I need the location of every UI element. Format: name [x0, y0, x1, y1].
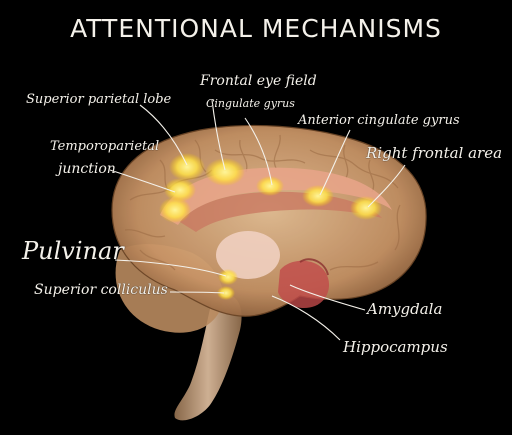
- leader-pulvinar: [114, 259, 227, 277]
- highlight-pulvinar: [218, 269, 238, 285]
- leader-right-frontal: [367, 164, 406, 208]
- leader-lines: [109, 99, 406, 341]
- label-junction: junction: [58, 161, 116, 177]
- leader-hippocampus: [271, 295, 341, 341]
- highlight-superior-colliculus: [217, 286, 235, 300]
- highlight-anterior-cingulate: [302, 185, 334, 207]
- label-hippocampus: Hippocampus: [343, 338, 448, 356]
- highlight-right-frontal: [350, 196, 382, 220]
- leader-frontal-eye-field: [211, 99, 226, 171]
- label-superior-colliculus: Superior colliculus: [34, 282, 168, 298]
- leader-superior-parietal: [139, 104, 188, 166]
- leader-anterior-cingulate: [319, 129, 351, 196]
- leader-superior-colliculus: [169, 291, 225, 294]
- highlight-temporoparietal-1: [164, 178, 196, 202]
- highlight-cingulate: [256, 176, 284, 196]
- leader-temporoparietal: [109, 169, 176, 193]
- diagram-title: ATTENTIONAL MECHANISMS: [70, 14, 442, 43]
- highlight-regions: [159, 153, 382, 300]
- gyri-texture: [124, 134, 401, 271]
- label-superior-parietal-lobe: Superior parietal lobe: [26, 92, 172, 107]
- label-temporoparietal: Temporoparietal: [50, 139, 160, 154]
- label-pulvinar: Pulvinar: [22, 237, 124, 265]
- label-anterior-cingulate-gyrus: Anterior cingulate gyrus: [298, 113, 460, 128]
- thalamus: [216, 231, 280, 279]
- highlight-temporoparietal-2: [159, 197, 191, 223]
- amygdala-hippocampus-region: [278, 260, 330, 309]
- leader-amygdala: [289, 284, 366, 311]
- label-amygdala: Amygdala: [367, 300, 443, 318]
- label-cingulate-gyrus: Cingulate gyrus: [206, 97, 295, 110]
- highlight-frontal-eye-field: [205, 158, 245, 186]
- brain-stem: [174, 296, 242, 421]
- label-right-frontal-area: Right frontal area: [366, 144, 503, 162]
- label-frontal-eye-field: Frontal eye field: [200, 73, 317, 89]
- highlight-superior-parietal: [169, 153, 205, 181]
- leader-cingulate: [244, 117, 273, 186]
